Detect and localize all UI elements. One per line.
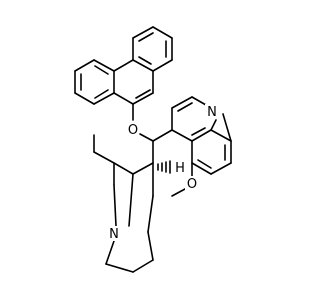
phenanthrene-group <box>74 26 173 105</box>
quinuclidine-group <box>93 134 154 273</box>
stereo-hydrogen-label: H <box>175 161 185 176</box>
oxygen-methoxy-atom: O <box>185 176 199 192</box>
nitrogen-quinoline-atom: N <box>205 104 220 120</box>
phenanthrene-ring-left <box>74 59 115 105</box>
oxygen-methoxy-label: O <box>187 177 197 192</box>
oxygen-ether-atom: O <box>126 122 140 138</box>
bond-oxygen-methine <box>139 133 154 142</box>
molecule-drawing: O N <box>74 26 232 273</box>
bond-methine-quinoline <box>152 129 173 142</box>
structure-diagram: O N <box>74 26 232 273</box>
nitrogen-quinoline-label: N <box>207 105 217 120</box>
stereo-hash-bond <box>157 160 171 174</box>
oxygen-ether-label: O <box>128 123 138 138</box>
quinoline-group <box>171 96 232 175</box>
phenanthrene-ring-upper <box>132 26 173 72</box>
bond-methoxy-carbon <box>171 188 186 197</box>
phenanthrene-ring-middle <box>113 59 154 105</box>
nitrogen-quinuclidine-atom: N <box>107 226 122 242</box>
quinoline-ring-pyridine <box>171 96 217 142</box>
nitrogen-quinuclidine-label: N <box>109 227 119 242</box>
quinoline-ring-benzo <box>191 129 232 175</box>
